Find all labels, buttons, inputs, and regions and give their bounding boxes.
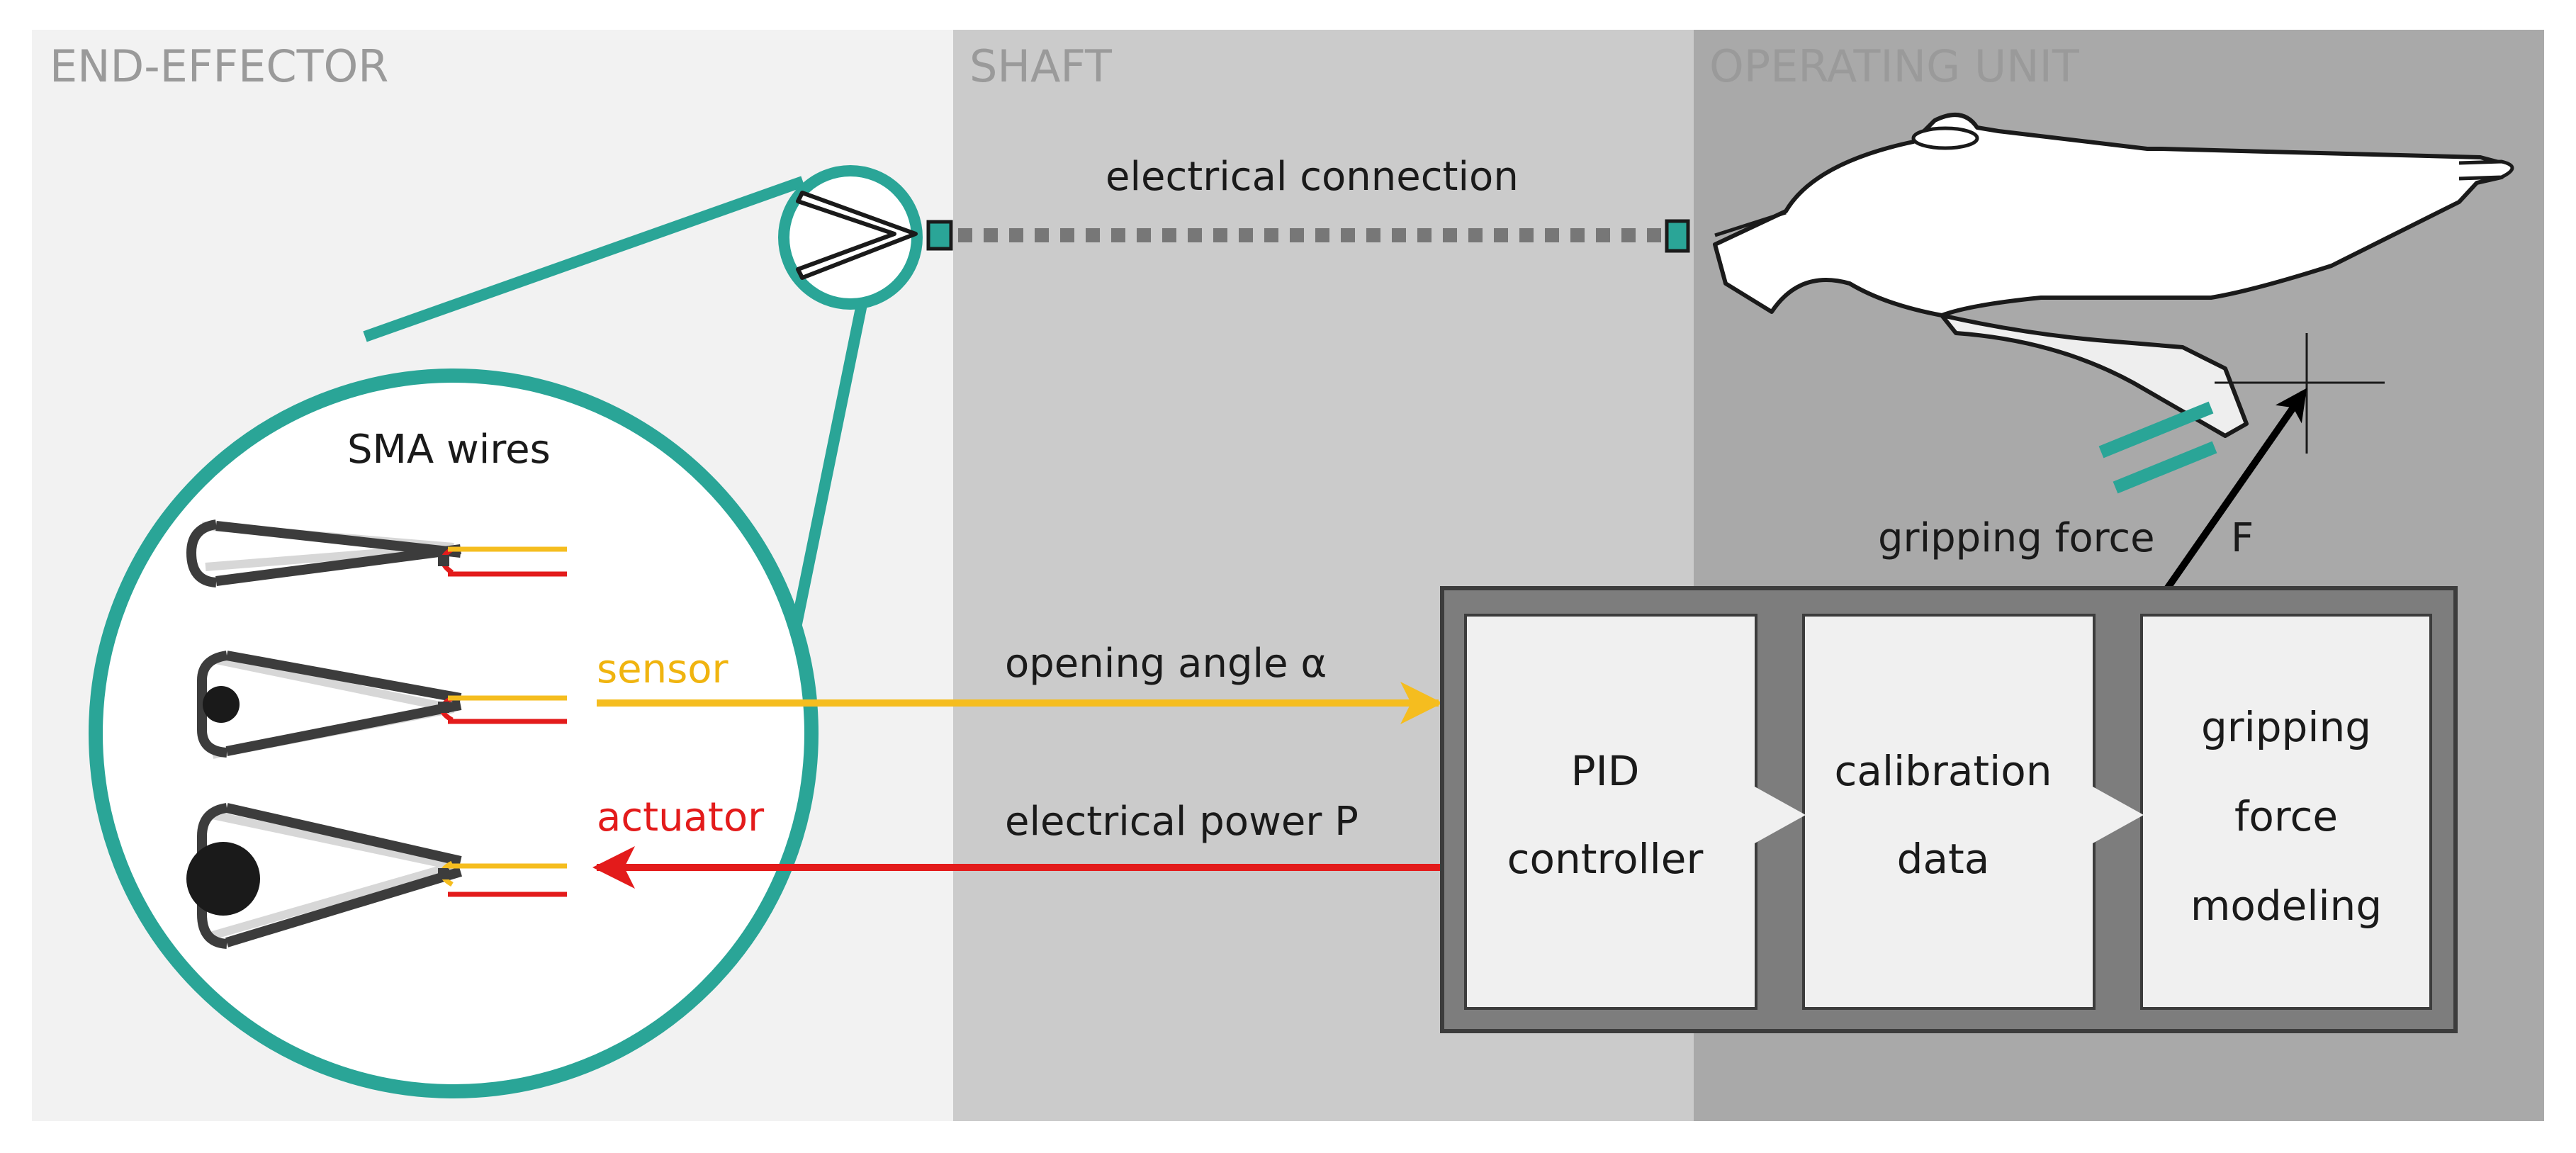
label-actuator: actuator	[597, 794, 765, 840]
modeling-label-line2: force	[2234, 792, 2338, 840]
pid-label-line2: controller	[1507, 835, 1704, 883]
modeling-label-line3: modeling	[2190, 882, 2382, 930]
jaw-icon-small	[796, 191, 953, 280]
connector-plug	[1665, 219, 1690, 253]
label-sensor: sensor	[597, 646, 729, 692]
magnified-view-circle	[89, 369, 819, 1098]
sma-gripper-large-object	[186, 803, 567, 949]
gripping-force-arrow	[2161, 388, 2307, 594]
section-label-operating-unit: OPERATING UNIT	[1709, 40, 2080, 92]
calibration-label-line1: calibration	[1835, 747, 2052, 795]
force-modeling-block	[2140, 614, 2432, 1010]
parallel-symbol	[2098, 401, 2217, 494]
section-label-shaft: SHAFT	[969, 40, 1113, 92]
section-label-end-effector: END-EFFECTOR	[50, 40, 388, 92]
label-force-symbol: F	[2231, 515, 2254, 561]
flow-chevron-1	[1755, 787, 1806, 843]
calibration-data-block	[1802, 614, 2096, 1010]
pid-label-line1: PID	[1571, 747, 1640, 795]
label-electrical-connection: electrical connection	[1106, 154, 1519, 200]
flow-chevron-2	[2093, 787, 2144, 843]
label-opening-angle: opening angle α	[1005, 641, 1327, 687]
pid-controller-block	[1464, 614, 1757, 1010]
label-electrical-power: electrical power P	[1005, 799, 1359, 845]
sma-gripper-closed	[186, 519, 567, 587]
operating-unit-handle	[1713, 113, 2514, 438]
label-sma-wires: SMA wires	[347, 427, 551, 473]
label-gripping-force: gripping force	[1878, 515, 2155, 561]
modeling-label-line1: gripping	[2201, 703, 2371, 751]
calibration-label-line2: data	[1897, 835, 1990, 883]
sma-gripper-small-object	[197, 651, 567, 759]
